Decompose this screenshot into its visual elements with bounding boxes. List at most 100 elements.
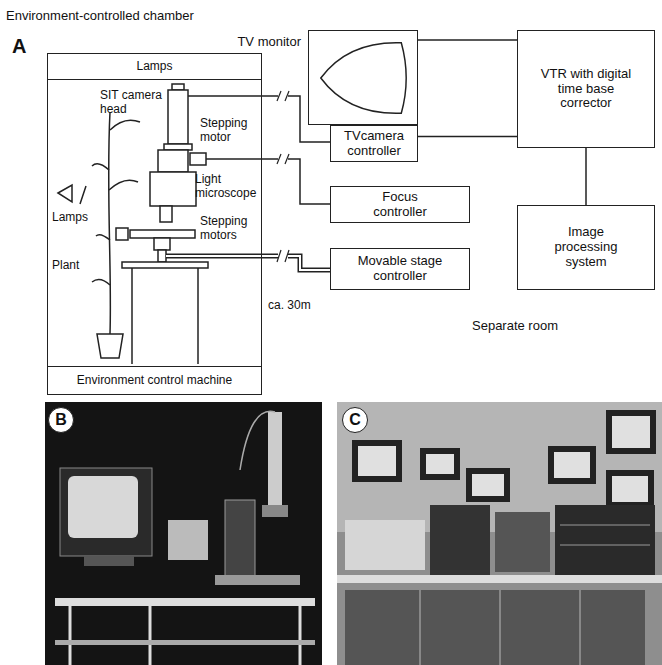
photo-microscope-setup [45,402,322,665]
box-label: TVcamera controller [335,129,413,159]
photo-microscope-setup [45,402,322,665]
photo-control-room [560,525,650,526]
side-lamp [80,186,86,204]
photo-microscope-setup [55,640,315,645]
photo-microscope-setup [55,598,315,606]
plant [110,120,140,130]
photo-microscope-setup [149,606,152,665]
cable-break [285,154,289,164]
side-lamp [58,185,72,202]
controller-box: Movable stage controller [330,248,470,290]
photo-control-room [612,476,648,502]
photo-control-room [420,448,460,480]
light-microscope [158,150,188,172]
crt-screen [321,43,406,114]
photo-microscope-setup [215,575,300,585]
photo-microscope-setup [262,505,288,517]
vtr-box: VTR with digital time base corrector [517,30,655,148]
plant [92,164,109,170]
box-label: Image processing system [540,225,632,270]
light-microscope [160,206,172,222]
photo-control-room [548,446,596,484]
node-heading: Environment-controlled chamber [6,9,194,24]
plant [92,280,110,285]
cable-break [285,250,289,262]
cable-break [278,90,288,102]
box-label: C [349,411,361,429]
plant [109,180,138,190]
photo-control-room [580,590,581,665]
box-label: Movable stage controller [351,254,449,284]
camera-head [164,84,192,150]
part-label: Stepping motor [200,116,260,145]
connector-line [585,148,587,205]
photo-control-room [337,402,662,665]
photo-control-room [420,590,421,665]
movable-stage [158,250,166,262]
connector-line [418,136,517,138]
photo-control-room [555,505,655,575]
photo-control-room [430,505,490,575]
box-label: Environment control machine [77,374,232,388]
photo-microscope-setup [68,476,138,538]
cable-break [278,153,288,165]
photo-control-room [337,402,662,665]
double-cable [166,256,330,270]
photo-microscope-setup [225,500,255,580]
movable-stage [116,228,128,240]
photo-control-room [472,474,504,496]
photo-control-room [466,468,510,502]
plant [96,235,110,240]
photo-microscope-setup [69,606,72,665]
photo-control-room [345,590,645,665]
light-microscope [190,153,206,165]
part-label: SIT camera head [100,88,164,117]
movable-stage [116,228,208,364]
cable-break [278,249,288,263]
photo-control-room [554,452,590,478]
box-label: VTR with digital time base corrector [532,67,640,112]
controller-box: Focus controller [330,186,470,223]
light-microscope [150,172,196,206]
movable-stage [130,230,195,238]
panel-letter: A [12,34,26,58]
processing-box: Image processing system [517,205,655,290]
photo-control-room [426,454,454,474]
photo-control-room [606,470,654,508]
photo-microscope-setup [168,520,208,560]
photo-microscope-setup [299,606,302,665]
photo-microscope-setup [240,411,275,470]
plant [109,112,111,334]
tv-monitor: TV monitor [308,30,418,125]
photo-control-room [495,512,550,572]
camera-head [168,90,188,144]
part-label: Separate room [472,318,558,334]
part-label: Light microscope [195,172,259,201]
movable-stage [131,268,133,364]
cable-break [277,90,289,263]
photo-microscope-setup [268,412,282,512]
part-label: Stepping motors [200,214,262,243]
movable-stage [154,238,170,250]
connector-line [418,39,517,41]
cable-break [277,154,281,164]
box-label: B [55,411,67,429]
movable-stage [122,262,208,268]
side-lamp [58,185,86,204]
photo-microscope-setup [60,468,152,556]
double-cable [166,256,330,270]
plant [92,112,140,358]
box-label: Focus controller [361,190,439,220]
part-label: Plant [52,258,79,272]
camera-head [172,84,184,90]
camera-head [164,144,192,150]
photo-control-room [560,545,650,546]
part-label: Lamps [52,210,88,224]
photo-control-room [337,575,662,583]
photo-control-room [352,440,402,482]
plant [97,334,123,358]
lamp-band: Lamps [48,54,261,80]
node-heading: TV monitor [237,35,301,50]
